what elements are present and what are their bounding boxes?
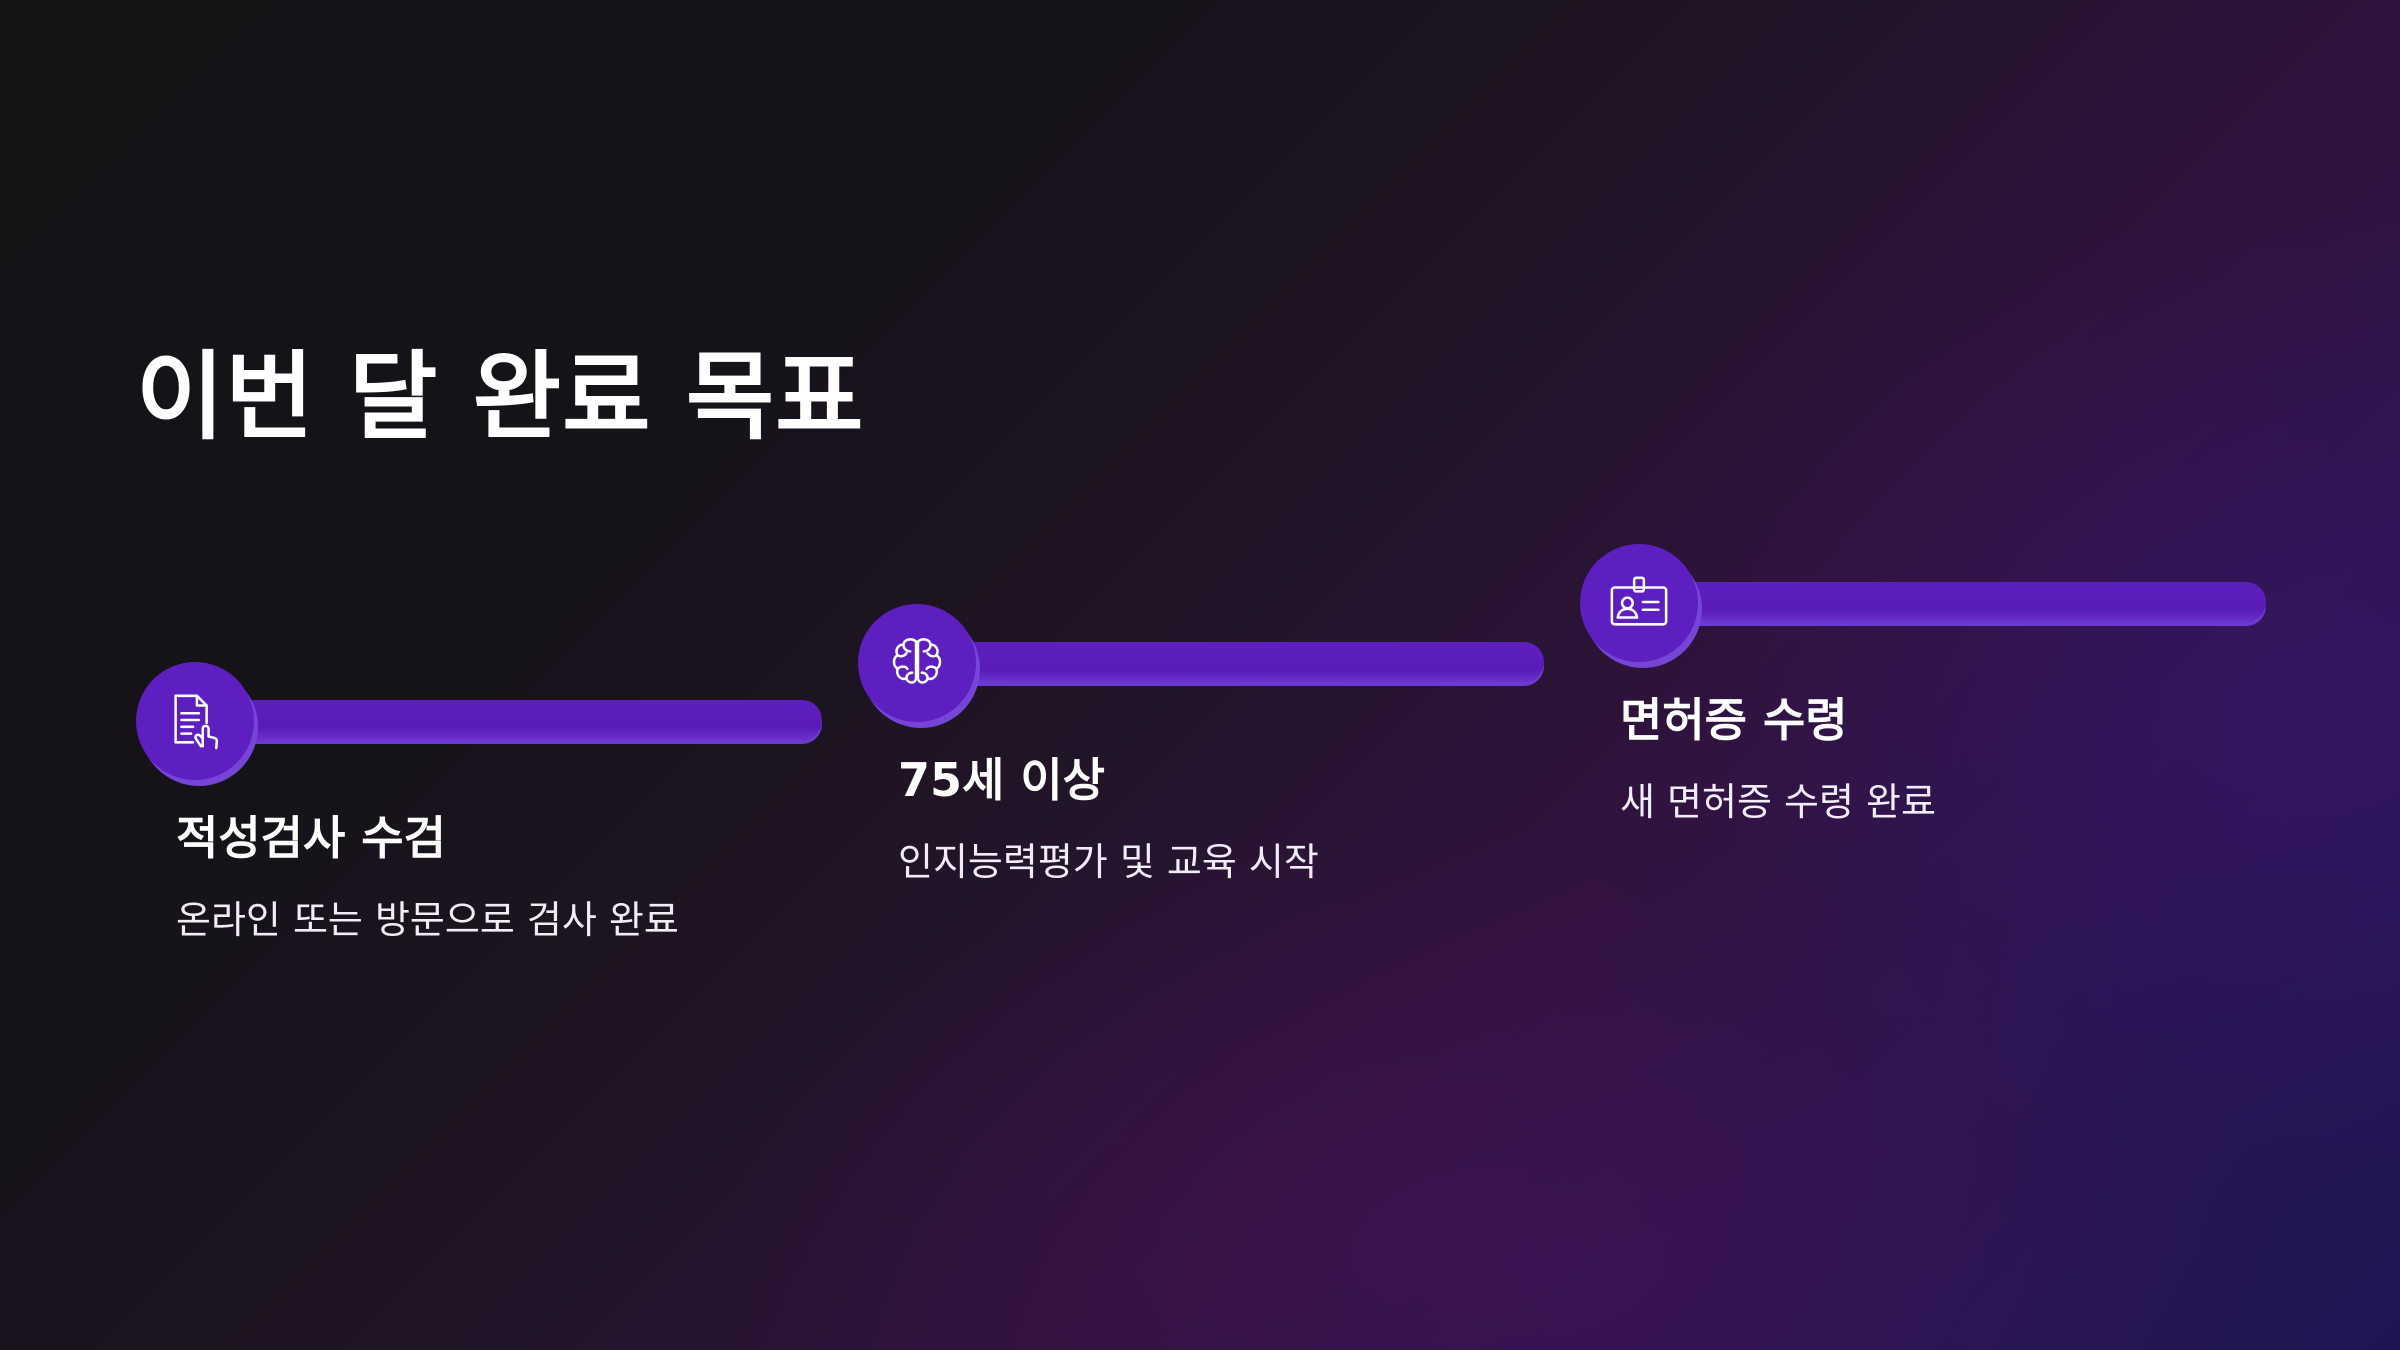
step-2-heading: 75세 이상 bbox=[898, 753, 1105, 807]
step-2-progress-bar bbox=[938, 642, 1544, 682]
step-1-icon-badge bbox=[136, 662, 254, 780]
step-1-description: 온라인 또는 방문으로 검사 완료 bbox=[176, 898, 679, 942]
step-1-progress-bar bbox=[216, 700, 822, 740]
step-3-heading: 면허증 수령 bbox=[1620, 693, 1848, 747]
document-touch-icon bbox=[174, 694, 219, 750]
brain-icon bbox=[892, 638, 942, 684]
id-card-icon bbox=[1610, 576, 1668, 626]
step-3: 면허증 수령 새 면허증 수령 완료 bbox=[1580, 544, 2270, 864]
step-1: 적성검사 수검 온라인 또는 방문으로 검사 완료 bbox=[136, 662, 826, 982]
step-1-heading: 적성검사 수검 bbox=[176, 811, 446, 865]
step-3-progress-bar bbox=[1660, 582, 2266, 622]
step-2: 75세 이상 인지능력평가 및 교육 시작 bbox=[858, 604, 1548, 924]
step-3-icon-badge bbox=[1580, 544, 1698, 662]
step-2-icon-badge bbox=[858, 604, 976, 722]
step-2-description: 인지능력평가 및 교육 시작 bbox=[898, 840, 1319, 884]
step-3-description: 새 면허증 수령 완료 bbox=[1620, 780, 1936, 824]
page-title: 이번 달 완료 목표 bbox=[136, 341, 865, 453]
